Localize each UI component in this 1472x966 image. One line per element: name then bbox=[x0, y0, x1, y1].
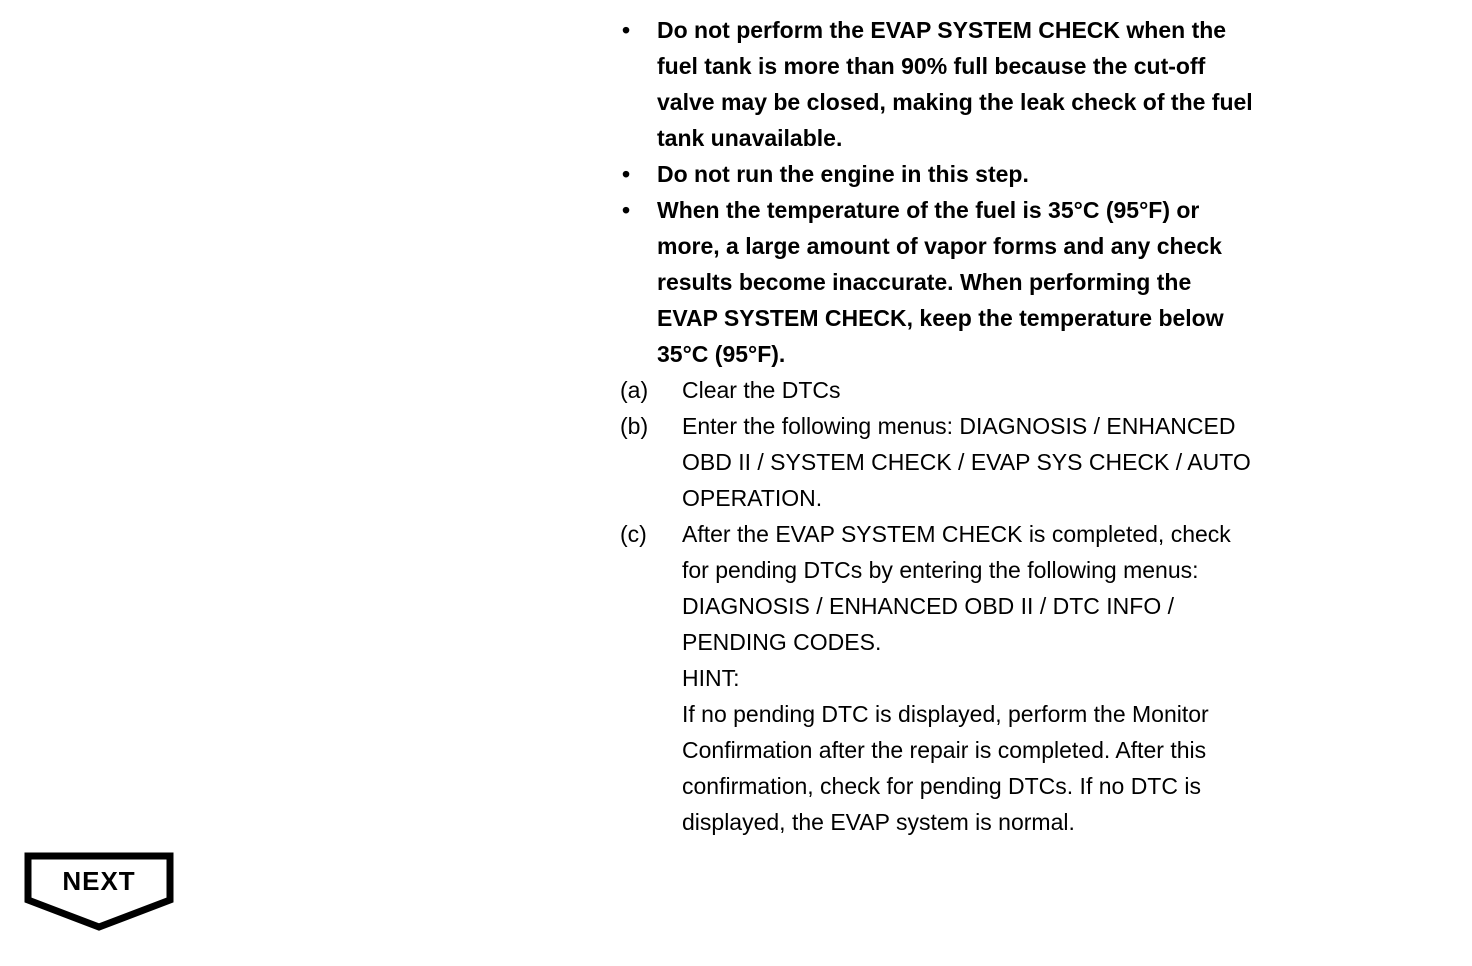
text-line: OBD II / SYSTEM CHECK / EVAP SYS CHECK /… bbox=[682, 449, 1251, 475]
text-line: OPERATION. bbox=[682, 485, 823, 511]
text-line: Confirmation after the repair is complet… bbox=[682, 737, 1207, 763]
text-line: more, a large amount of vapor forms and … bbox=[657, 233, 1222, 259]
step-item-b: (b) Enter the following menus: DIAGNOSIS… bbox=[620, 408, 1460, 516]
text-line: DIAGNOSIS / ENHANCED OBD II / DTC INFO / bbox=[682, 593, 1174, 619]
step-label: (a) bbox=[620, 377, 649, 403]
bullet-marker: • bbox=[622, 161, 631, 187]
text-line: Do not run the engine in this step. bbox=[657, 161, 1029, 187]
text-line: results become inaccurate. When performi… bbox=[657, 269, 1192, 295]
notice-bullet-item: • Do not run the engine in this step. bbox=[620, 156, 1460, 192]
text-line: fuel tank is more than 90% full because … bbox=[657, 53, 1206, 79]
text-line: HINT: bbox=[682, 665, 740, 691]
next-button-shape bbox=[24, 852, 174, 931]
text-line: When the temperature of the fuel is 35°C… bbox=[657, 197, 1200, 223]
text-line: confirmation, check for pending DTCs. If… bbox=[682, 773, 1201, 799]
text-line: PENDING CODES. bbox=[682, 629, 882, 655]
next-button-label: NEXT bbox=[62, 866, 136, 896]
text-line: If no pending DTC is displayed, perform … bbox=[682, 701, 1209, 727]
text-line: Do not perform the EVAP SYSTEM CHECK whe… bbox=[657, 17, 1227, 43]
text-line: for pending DTCs by entering the followi… bbox=[682, 557, 1199, 583]
bullet-marker: • bbox=[622, 197, 631, 223]
step-label: (c) bbox=[620, 521, 647, 547]
step-item-a: (a) Clear the DTCs bbox=[620, 372, 1460, 408]
text-line: tank unavailable. bbox=[657, 125, 843, 151]
notice-bullet-item: • Do not perform the EVAP SYSTEM CHECK w… bbox=[620, 12, 1460, 156]
text-line: EVAP SYSTEM CHECK, keep the temperature … bbox=[657, 305, 1224, 331]
text-line: Clear the DTCs bbox=[682, 377, 841, 403]
text-line: After the EVAP SYSTEM CHECK is completed… bbox=[682, 521, 1231, 547]
text-line: Enter the following menus: DIAGNOSIS / E… bbox=[682, 413, 1236, 439]
notice-bullet-item: • When the temperature of the fuel is 35… bbox=[620, 192, 1460, 372]
next-button[interactable]: NEXT bbox=[24, 852, 174, 932]
step-item-c: (c) After the EVAP SYSTEM CHECK is compl… bbox=[620, 516, 1460, 840]
bullet-marker: • bbox=[622, 17, 631, 43]
step-label: (b) bbox=[620, 413, 649, 439]
text-line: valve may be closed, making the leak che… bbox=[657, 89, 1253, 115]
text-line: displayed, the EVAP system is normal. bbox=[682, 809, 1075, 835]
text-line: 35°C (95°F). bbox=[657, 341, 786, 367]
procedure-text-block: • Do not perform the EVAP SYSTEM CHECK w… bbox=[620, 12, 1460, 840]
